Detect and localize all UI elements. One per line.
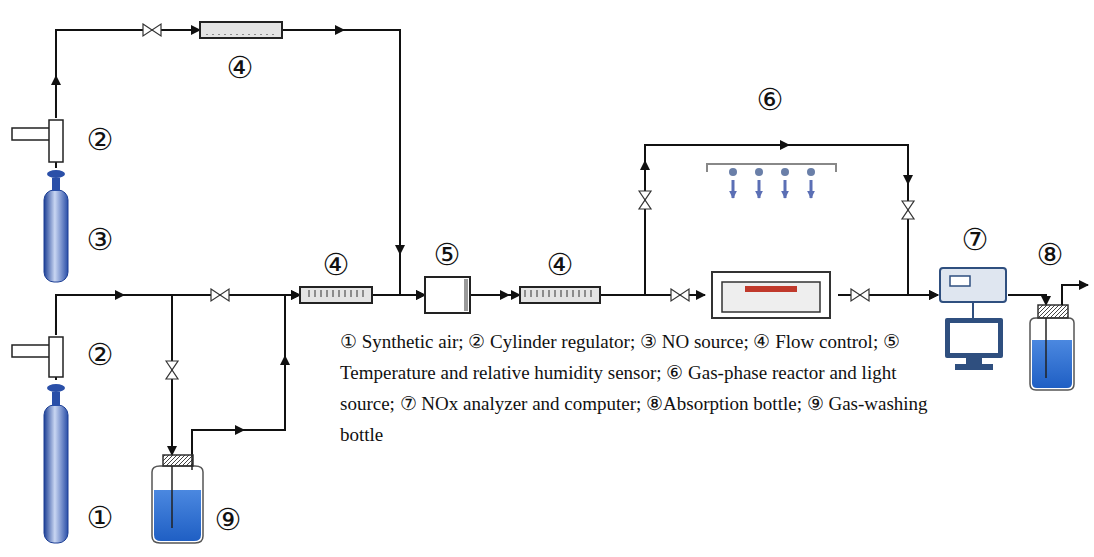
gas-cylinder: ③ <box>42 168 70 282</box>
gas-cylinder: ① <box>42 380 70 545</box>
analyzer-and-computer <box>940 268 1006 370</box>
callout-number: ④ <box>547 250 574 280</box>
absorption-bottle <box>1030 285 1088 390</box>
gas-pipe <box>282 30 425 295</box>
valve-symbol <box>143 24 914 379</box>
cylinder-regulator: ② <box>10 118 68 162</box>
gas-pipe <box>56 295 300 335</box>
gas-cylinder <box>44 170 68 282</box>
callout-number: ④ <box>323 250 350 280</box>
sensor-box <box>425 277 470 313</box>
absorption-bottle: ⑧ <box>1028 305 1076 392</box>
callout-number: ⑧ <box>1037 240 1064 270</box>
flow-controller: ④ <box>300 287 372 303</box>
analyzer-box: ⑦ <box>938 262 1008 372</box>
callout-number: ⑥ <box>757 85 784 115</box>
reactor-and-lamp <box>707 164 836 318</box>
callout-number: ⑦ <box>962 225 989 255</box>
legend-text: ① Synthetic air; ② Cylinder regulator; ③… <box>340 326 938 450</box>
gas-pipe <box>56 295 172 455</box>
callout-number: ④ <box>227 53 254 83</box>
reactor-box: ⑥ <box>705 158 838 318</box>
callout-number: ① <box>87 503 114 533</box>
gas-pipe <box>192 295 300 455</box>
flow-controller: ④ <box>200 22 282 38</box>
callout-number: ② <box>87 125 114 155</box>
sensor-box: ⑤ <box>425 277 470 313</box>
flow-controller-symbol <box>200 22 600 303</box>
gas-washing-bottle <box>152 455 203 543</box>
gas-pipe <box>55 162 57 168</box>
gas-washing-bottle: ⑨ <box>150 455 205 545</box>
cylinder-regulator: ② <box>10 335 68 377</box>
flow-controller: ④ <box>520 287 600 303</box>
gas-pipe <box>470 294 520 296</box>
gas-cylinder <box>44 384 68 543</box>
callout-number: ⑨ <box>215 505 242 535</box>
gas-pipe <box>56 30 200 118</box>
regulator-symbol <box>12 337 63 377</box>
callout-number: ② <box>87 340 114 370</box>
callout-number: ③ <box>87 225 114 255</box>
regulator-symbol <box>12 120 63 162</box>
gas-pipe <box>1008 295 1046 305</box>
gas-pipe <box>372 294 425 296</box>
callout-number: ⑤ <box>434 240 461 270</box>
